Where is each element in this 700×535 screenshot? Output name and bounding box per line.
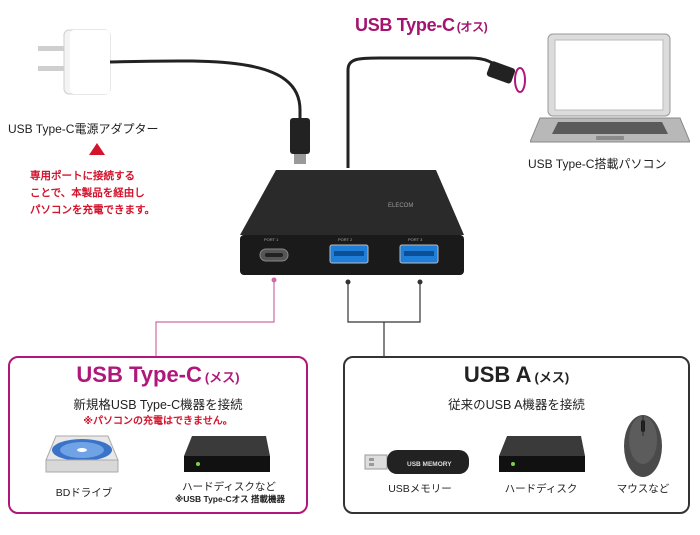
type-c-female-panel: USB Type-C(メス) 新規格USB Type-C機器を接続 ※パソコンの… — [8, 356, 308, 514]
usb-memory-text: USB MEMORY — [407, 461, 452, 468]
laptop-label: USB Type-C搭載パソコン — [528, 157, 667, 171]
usb-memory-icon: USB MEMORY — [364, 450, 469, 474]
usb-a-female-panel: USB A(メス) 従来のUSB A機器を接続 USB MEMORY USBメモ… — [343, 356, 690, 514]
type-c-panel-title: USB Type-C(メス) — [76, 362, 240, 387]
usb-a-panel-subtitle: 従来のUSB A機器を接続 — [448, 398, 585, 412]
usb-memory-label: USBメモリー — [388, 483, 452, 495]
type-c-panel-subtitle: 新規格USB Type-C機器を接続 — [73, 398, 243, 412]
up-arrow-icon — [89, 143, 105, 155]
hub-brand-text: ELECOM — [388, 203, 413, 209]
adapter-label: USB Type-C電源アダプター — [8, 122, 159, 136]
mouse-label: マウスなど — [616, 483, 670, 495]
hard-disk-note: ※USB Type-Cオス 搭載機器 — [174, 494, 286, 504]
laptop-icon — [530, 33, 690, 143]
cables-icon — [109, 56, 526, 356]
cable-type-label: USB Type-C(オス) — [355, 15, 488, 35]
type-c-panel-note: ※パソコンの充電はできません。 — [83, 416, 233, 427]
charging-note: 専用ポートに接続する ことで、本製品を経由し パソコンを充電できます。 — [30, 170, 155, 216]
power-adapter-icon — [38, 29, 111, 95]
usb-a-panel-title: USB A(メス) — [463, 362, 570, 387]
svg-text:PORT 2: PORT 2 — [338, 237, 353, 242]
svg-text:PORT 1: PORT 1 — [264, 237, 279, 242]
hard-disk-label: ハードディスクなど — [182, 481, 276, 493]
svg-text:PORT 3: PORT 3 — [408, 237, 423, 242]
hard-disk-label-right: ハードディスク — [504, 483, 578, 495]
mouse-icon — [624, 415, 662, 477]
bd-drive-label: BDドライブ — [55, 487, 113, 499]
hard-disk-icon — [184, 436, 270, 472]
hard-disk-icon — [499, 436, 585, 472]
bd-drive-icon — [45, 435, 119, 473]
hub-icon: ELECOM PORT 1 PORT 2 PORT 3 — [240, 170, 464, 275]
